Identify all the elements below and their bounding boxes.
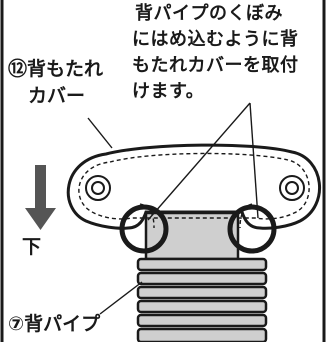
pipe-rib-5: [136, 313, 268, 328]
pipe-neck: [144, 211, 240, 261]
cover-stitching: [78, 152, 310, 220]
left-screw-hole-inner: [91, 181, 105, 195]
left-screw-hole: [85, 175, 111, 201]
right-recess-circle: [227, 204, 277, 254]
pipe-leader: [99, 281, 143, 315]
direction-label: 下: [22, 236, 42, 258]
pipe-rib-4: [136, 299, 268, 314]
right-screw-hole: [279, 175, 305, 201]
note-leader-right: [249, 102, 259, 219]
backrest-cover-label-line-2: カバー: [28, 85, 86, 107]
back-pipe: [136, 211, 268, 342]
installation-note-line-1: 背パイプのくぼみ: [135, 3, 283, 24]
down-arrow-icon: [25, 165, 56, 230]
backrest-cover-label-line-1: ⑫背もたれ: [8, 58, 104, 80]
installation-note-line-4: けます。: [132, 81, 205, 102]
back-pipe-label: ⑦背パイプ: [8, 313, 101, 335]
note-leader-left: [147, 102, 251, 221]
pipe-rib-3: [136, 285, 268, 300]
pipe-rib-2: [136, 271, 268, 286]
down-arrow-head: [25, 208, 56, 230]
installation-note-line-2: にはめ込むように背: [132, 29, 299, 50]
pipe-rib-6: [136, 327, 268, 342]
installation-note-line-3: もたれカバーを取付: [132, 55, 299, 76]
left-recess-circle: [119, 204, 169, 254]
down-arrow-shaft: [35, 165, 46, 210]
cover-leader: [87, 117, 113, 149]
right-screw-hole-inner: [285, 181, 299, 195]
pipe-rib-1: [136, 257, 268, 272]
